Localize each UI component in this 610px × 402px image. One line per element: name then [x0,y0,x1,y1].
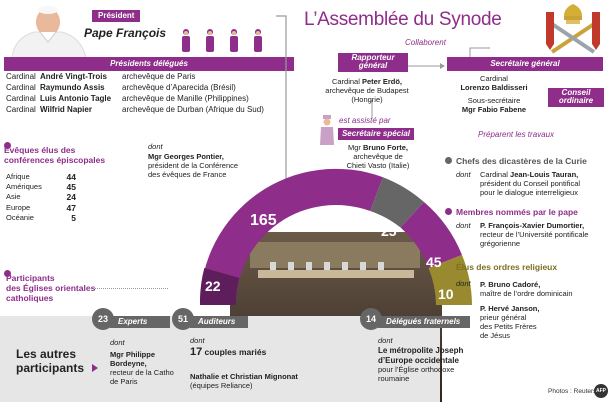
others-arrow-icon [92,364,98,375]
delegate-row: Cardinal Wilfrid Napier archevêque de Du… [6,105,264,114]
eastern-bullet [4,270,11,277]
auditors-couples: 17 couples mariés [190,346,267,358]
religious-orders-dont: dont [456,279,471,288]
auditors-info: Nathalie et Christian Mignonat (équipes … [190,372,298,390]
experts-info: Mgr Philippe Bordeyne, recteur de la Cat… [110,350,174,386]
curia-dont: dont [456,170,471,179]
president-name: Pape François [84,26,167,40]
photo-credit: Photos : Reuters [548,388,597,395]
arc-number-pope: 45 [426,254,442,270]
secretary-general-label: Secrétaire général [447,57,603,71]
delegate-row: Cardinal André Vingt-Trois archevêque de… [6,72,196,81]
pope-photo [4,2,92,58]
fraternal-info: Le métropolite Joseph d’Europe occidenta… [378,346,464,384]
episcopal-bullet [4,142,11,149]
arc-number-eastern: 22 [205,278,221,294]
arc-number-curia: 25 [381,223,397,239]
page-title: L’Assemblée du Synode [304,9,502,30]
pope-appointees-bullet [445,208,452,215]
arc-segment-orders [428,255,472,305]
arc-segment-curia [370,177,424,228]
rapporteur-info: Cardinal Peter Erdö, archevêque de Budap… [325,77,409,104]
president-label: Président [92,10,141,22]
assisted-label: est assisté par [339,116,391,125]
arc-segment-pope [400,202,462,268]
religious-orders-bullet [445,263,452,270]
curia-bullet [445,157,452,164]
collaborent-label: Collaborent [405,38,446,47]
special-secretary-info: Mgr Bruno Forte, archevêque de Chieti Va… [346,143,410,170]
arc-segment-eastern [200,268,240,305]
delegate-row: Cardinal Raymundo Assis archevêque d’Apa… [6,83,236,92]
secretary-general-info: Cardinal Lorenzo Baldisseri Sous-secréta… [460,74,528,114]
special-secretary-label: Secrétaire spécial [338,128,414,140]
eastern-dots [88,288,168,289]
pope-appointees-dont: dont [456,221,471,230]
episcopal-dont: dont [148,142,163,151]
others-band [0,316,440,402]
bishops-icon [176,28,286,54]
fraternal-dont: dont [378,336,393,345]
pope-appointees-title: Membres nommés par le pape [456,207,578,217]
curia-title: Chefs des dicastères de la Curie [456,156,587,166]
experts-count: 23 [92,308,114,330]
others-label: Les autres participants [16,347,85,375]
episcopal-title: Évêques élus des conférences épiscopales [4,145,106,165]
religious-orders-title: Élus des ordres religieux [456,262,558,272]
curia-info: Cardinal Jean-Louis Tauran, président du… [480,170,581,197]
delegates-list: Cardinal André Vingt-Trois archevêque de… [6,72,296,116]
experts-label-bar: Experts [110,316,170,328]
afp-logo: AFP [594,384,608,398]
auditors-count: 51 [172,308,194,330]
auditors-dont: dont [190,336,205,345]
experts-dont: dont [110,338,125,347]
arc-number-orders: 10 [438,286,454,302]
eastern-title: Participants des Églises orientales cath… [6,273,96,303]
vatican-emblem-icon [540,2,606,58]
fraternal-count: 14 [360,308,382,330]
rapporteur-label: Rapporteur général [338,53,408,72]
fraternal-label-bar: Délégués fraternels [378,316,470,328]
episcopal-notable: Mgr Georges Pontier, président de la Con… [148,152,239,179]
pope-appointees-info: P. François-Xavier Dumortier, recteur de… [480,221,589,248]
bishop-small-icon [318,115,336,145]
council-label: Conseil ordinaire [548,88,604,107]
religious-orders-info: P. Bruno Cadoré, maître de l’ordre domin… [480,280,573,340]
preparent-label: Préparent les travaux [478,130,555,139]
delegates-label: Présidents délégués [4,57,294,71]
arc-segment-episcopal [199,168,383,305]
delegate-row: Cardinal Luis Antonio Tagle archevêque d… [6,94,249,103]
arc-number-episcopal: 165 [250,212,277,229]
auditors-label-bar: Auditeurs [190,316,248,328]
